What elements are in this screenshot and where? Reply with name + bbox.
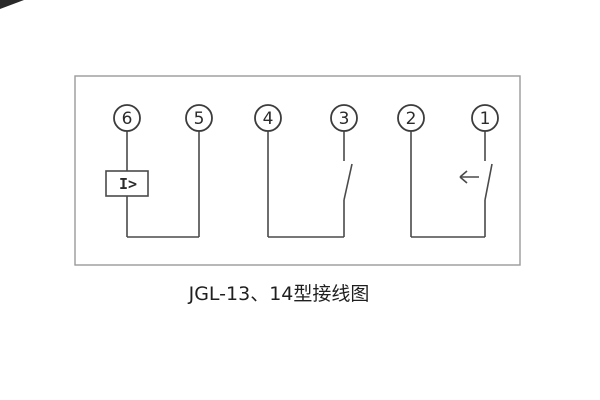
terminal-1-circle bbox=[471, 104, 499, 132]
overcurrent-element-label: I> bbox=[119, 175, 137, 193]
terminal-6-circle bbox=[113, 104, 141, 132]
terminal-6: 6 bbox=[113, 104, 141, 132]
terminal-3-circle bbox=[330, 104, 358, 132]
terminal-2-number: 2 bbox=[406, 109, 417, 129]
terminal-4-circle bbox=[254, 104, 282, 132]
terminal-1-number: 1 bbox=[480, 109, 491, 129]
diagram-caption: JGL-13、14型接线图 bbox=[188, 283, 370, 305]
terminal-5: 5 bbox=[185, 104, 213, 132]
contact-1-blade bbox=[484, 163, 493, 201]
terminal-2: 2 bbox=[397, 104, 425, 132]
terminal-6-number: 6 bbox=[122, 109, 133, 129]
terminal-3-number: 3 bbox=[339, 109, 350, 129]
corner-artifact bbox=[0, 0, 24, 9]
arrow-actuator-icon bbox=[459, 170, 479, 184]
circuit-branch-6-5: I> bbox=[105, 131, 200, 238]
terminal-1: 1 bbox=[471, 104, 499, 132]
terminal-4: 4 bbox=[254, 104, 282, 132]
overcurrent-element-box bbox=[105, 170, 149, 197]
circuit-branch-4-3 bbox=[267, 131, 353, 238]
circuit-branch-2-1 bbox=[410, 131, 493, 238]
terminal-2-circle bbox=[397, 104, 425, 132]
terminal-3: 3 bbox=[330, 104, 358, 132]
terminal-5-circle bbox=[185, 104, 213, 132]
terminal-5-number: 5 bbox=[194, 109, 205, 129]
contact-3-blade bbox=[343, 163, 353, 201]
terminal-4-number: 4 bbox=[263, 109, 274, 129]
relay-outline-box bbox=[74, 75, 521, 266]
